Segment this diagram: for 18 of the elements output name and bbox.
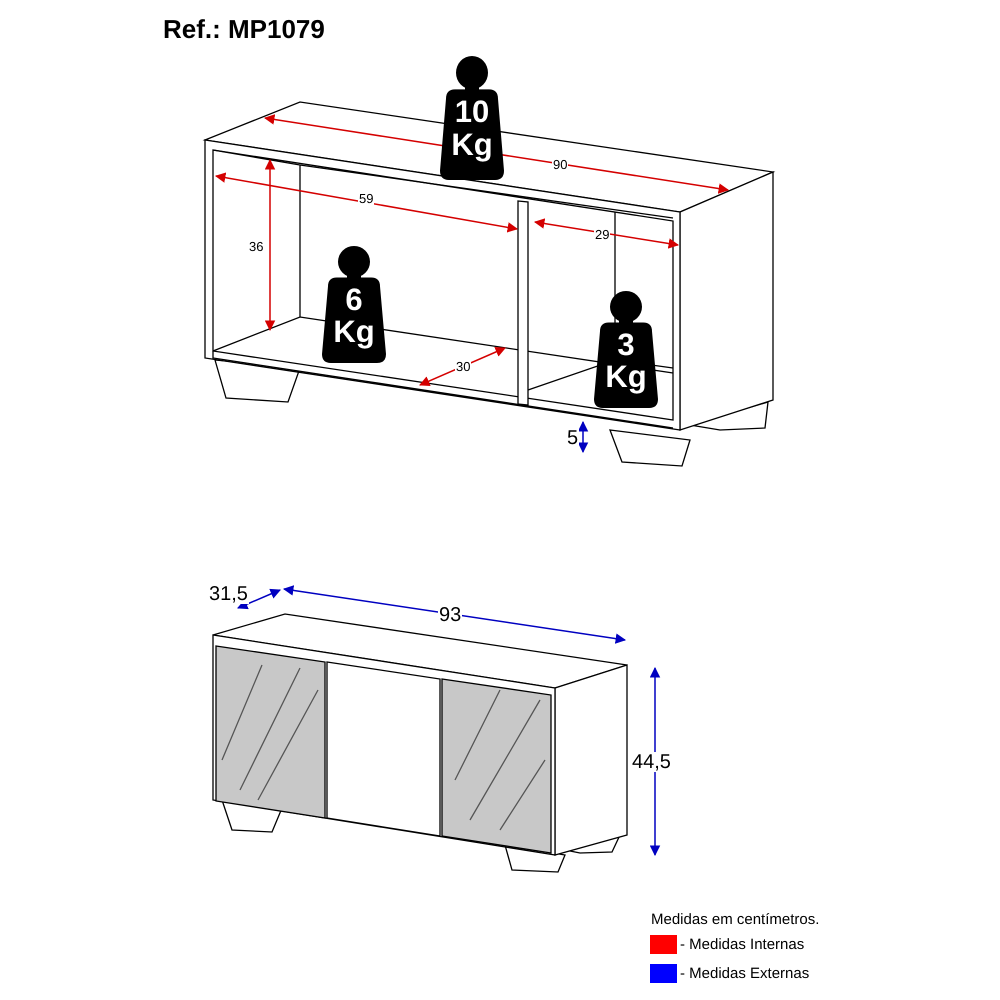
dimension-label: 44,5 (631, 752, 672, 772)
dimension-label: 29 (594, 228, 610, 241)
weight-tag (320, 245, 388, 363)
dimension-label: 31,5 (208, 584, 249, 604)
dimension-label: 59 (358, 192, 374, 205)
weight-label: 3 Kg (604, 328, 648, 394)
legend-label: - Medidas Internas (680, 936, 804, 953)
weight-label: 6 Kg (332, 284, 376, 350)
weight-tag (438, 55, 506, 180)
legend-label: - Medidas Externas (680, 965, 810, 982)
weight-label: 10 Kg (450, 96, 494, 162)
dimension-label: 90 (552, 158, 568, 171)
dimension-label: 36 (248, 240, 264, 253)
dimension-label: 30 (455, 360, 472, 373)
title: Ref.: MP1079 (163, 14, 325, 45)
note: Medidas em centímetros. (650, 912, 820, 927)
dimension-label: 5 (566, 428, 580, 448)
weight-tag (592, 290, 660, 408)
